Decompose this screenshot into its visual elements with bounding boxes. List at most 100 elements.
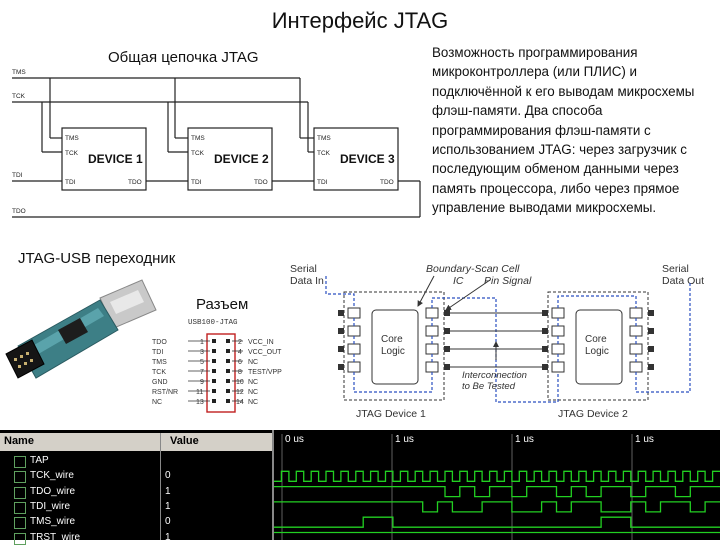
signal-row[interactable]: TMS_wire 0 <box>0 515 272 530</box>
pin-number: 14 <box>236 399 244 406</box>
pin-label: NC <box>152 399 162 406</box>
pin-number: 10 <box>236 379 244 386</box>
page-title: Интерфейс JTAG <box>271 8 449 33</box>
pin-label: NC <box>248 389 258 396</box>
waveform-plot: 0 us 1 us 1 us 1 us <box>274 434 720 540</box>
time-label: 1 us <box>635 434 654 445</box>
time-label: 0 us <box>285 434 304 445</box>
jtag-chain-caption: Общая цепочка JTAG <box>108 49 259 66</box>
dev3-tms-pin: TMS <box>317 135 331 142</box>
tck-line-label: TCK <box>12 93 26 100</box>
signal-name: TDO_wire <box>30 485 76 497</box>
jtag-device-1-label: JTAG Device 1 <box>356 408 426 420</box>
pin-label: NC <box>248 379 258 386</box>
pane-divider[interactable] <box>272 430 274 540</box>
tdi-line-label: TDI <box>12 172 23 179</box>
ic-label: IC <box>453 275 464 287</box>
pin-number: 11 <box>196 389 203 396</box>
usb-adapter-image <box>5 279 157 379</box>
signal-name: TAP <box>30 455 49 466</box>
pin-signal-label: Pin Signal <box>484 275 532 287</box>
pin-number: 8 <box>238 369 242 376</box>
signal-row[interactable]: TCK_wire 0 <box>0 469 272 484</box>
dev2-tms-pin: TMS <box>191 135 205 142</box>
column-divider <box>160 433 161 540</box>
pin-label: VCC_IN <box>248 339 274 346</box>
signal-value: 1 <box>165 531 171 543</box>
pin-number: 12 <box>236 389 244 396</box>
device-2-label: DEVICE 2 <box>214 152 269 166</box>
signal-row[interactable]: TDI_wire 1 <box>0 500 272 515</box>
boundary-scan-diagram: Boundary-Scan Cell IC Pin Signal JTAG De… <box>290 263 704 420</box>
dev3-tdo-pin: TDO <box>380 179 394 186</box>
signal-icon <box>14 456 26 468</box>
signal-name: TCK_wire <box>30 470 74 482</box>
pin-number: 7 <box>200 369 204 376</box>
dev3-tck-pin: TCK <box>317 150 331 157</box>
signal-row[interactable]: TRST_wire 1 <box>0 531 272 546</box>
core-logic-1 <box>371 309 419 385</box>
boundary-cell-label: Boundary-Scan Cell <box>426 263 520 275</box>
signal-value: 1 <box>165 500 171 512</box>
connector-title: USB100-JTAG <box>188 319 238 327</box>
pin-number: 6 <box>238 359 242 366</box>
pin-label: NC <box>248 359 258 366</box>
pin-number: 13 <box>196 399 204 406</box>
pin-number: 4 <box>238 349 242 356</box>
connector-outline <box>206 333 236 413</box>
time-label: 1 us <box>515 434 534 445</box>
waveform-trace <box>274 516 720 528</box>
dev3-tdi-pin: TDI <box>317 179 328 186</box>
pin-label: TMS <box>152 359 167 366</box>
jtag-device-2-label: JTAG Device 2 <box>558 408 628 420</box>
signal-row[interactable]: TDO_wire 1 <box>0 485 272 500</box>
dev1-tdo-pin: TDO <box>128 179 142 186</box>
pin-number: 1 <box>200 339 204 346</box>
dev2-tdi-pin: TDI <box>191 179 202 186</box>
signal-value: 0 <box>165 516 171 528</box>
tms-line-label: TMS <box>12 69 26 76</box>
waveform-header: Name Value <box>0 433 272 451</box>
pin-label: RST/NR <box>152 389 178 396</box>
pin-number: 2 <box>238 339 242 346</box>
pin-label: TDI <box>152 349 163 356</box>
name-column-header: Name <box>4 435 34 447</box>
signal-icon <box>14 486 26 499</box>
waveform-trace <box>274 501 720 513</box>
signal-icon <box>14 501 26 514</box>
time-label: 1 us <box>395 434 414 445</box>
signal-name: TRST_wire <box>30 531 81 543</box>
core-logic-2 <box>575 309 623 385</box>
pin-number: 9 <box>200 379 204 386</box>
signal-value: 1 <box>165 485 171 497</box>
signal-icon <box>14 471 26 484</box>
signal-name: TMS_wire <box>30 516 76 528</box>
waveform-trace <box>274 470 720 482</box>
value-column-header: Value <box>170 435 199 447</box>
pin-number: 3 <box>200 349 204 356</box>
pin-label: TCK <box>152 369 166 376</box>
signal-row[interactable]: TAP <box>0 454 272 469</box>
dev1-tms-pin: TMS <box>65 135 79 142</box>
pin-label: VCC_OUT <box>248 349 282 356</box>
dev2-tck-pin: TCK <box>191 150 205 157</box>
usb-adapter-caption: JTAG-USB переходник <box>18 250 176 267</box>
signal-icon <box>14 517 26 530</box>
connector-pinout: USB100-JTAG TDO 1 TDI 3 TMS 5 TCK 7 GND … <box>152 319 282 413</box>
signal-icon <box>14 532 26 545</box>
pin-label: TDO <box>152 339 167 346</box>
description-text: Возможность программирования микроконтро… <box>432 45 695 216</box>
dev2-tdo-pin: TDO <box>254 179 268 186</box>
waveform-trace <box>274 485 720 498</box>
device-1-label: DEVICE 1 <box>88 152 143 166</box>
dev1-tdi-pin: TDI <box>65 179 76 186</box>
pin-label: NC <box>248 399 258 406</box>
signal-value: 0 <box>165 470 171 482</box>
tdo-line-label: TDO <box>12 208 26 215</box>
signal-name: TDI_wire <box>30 500 71 512</box>
